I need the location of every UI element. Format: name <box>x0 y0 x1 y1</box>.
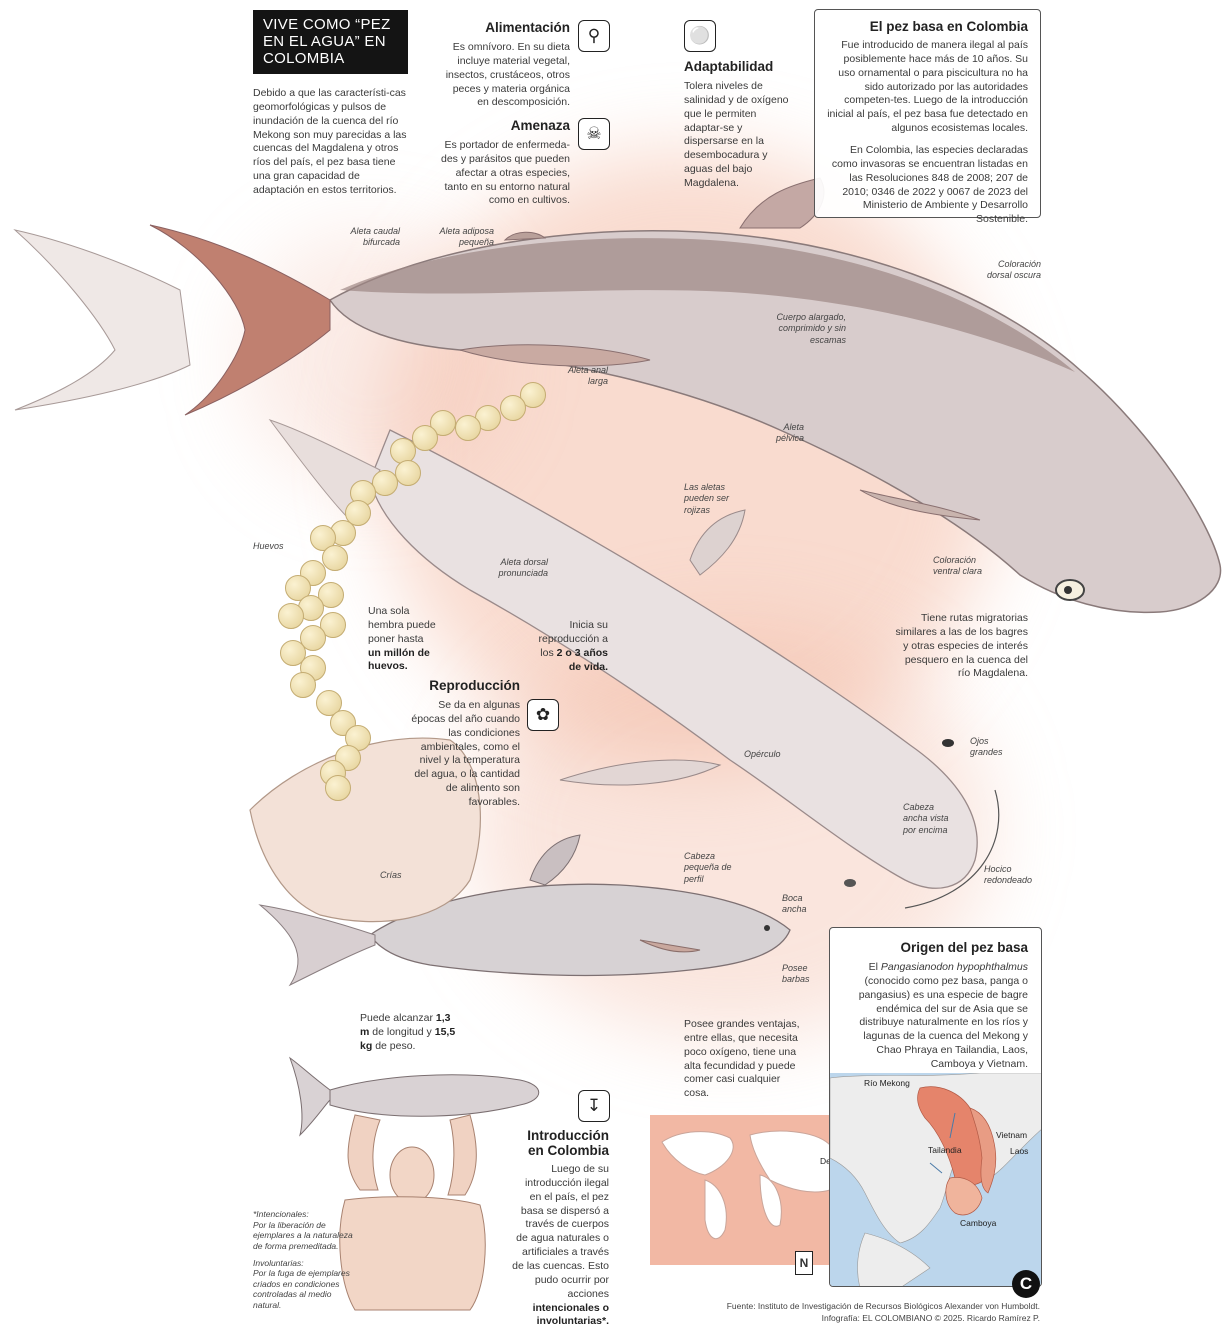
label-huevos: Huevos <box>253 541 284 551</box>
alimentacion-text: Es omnívoro. En su dieta incluye materia… <box>445 41 570 109</box>
origen-title: Origen del pez basa <box>900 940 1028 955</box>
person-holding-fish-illustration <box>288 1056 540 1311</box>
tamano-weight: 15,5 kg <box>360 1025 456 1052</box>
hembra-text-bold: un millón de huevos. <box>368 646 430 673</box>
fish-eggs-icon: ✿ <box>527 699 559 731</box>
label-coloracion-ventral: Coloración ventral clara <box>933 555 983 577</box>
egg <box>300 560 326 586</box>
map-label-tailandia: Tailandia <box>928 1145 962 1155</box>
label-cabeza-pequena: Cabeza pequeña de perfil <box>684 851 732 884</box>
origen-species: Pangasianodon hypophthalmus <box>880 961 1028 973</box>
introduccion-text: Luego de su introducción ilegal en el pa… <box>512 1163 609 1329</box>
map-label-rio-mekong: Río Mekong <box>864 1078 910 1088</box>
fish-icon: ⚪ <box>684 20 716 52</box>
label-aleta-adiposa: Aleta adiposa pequeña <box>439 226 494 248</box>
world-map-illustration <box>650 1115 864 1265</box>
note-involuntarias-text: Por la fuga de ejemplares criados en con… <box>253 1268 350 1310</box>
egg <box>412 425 438 451</box>
egg <box>290 672 316 698</box>
el-colombiano-logo: C <box>1012 1270 1040 1298</box>
label-boca: Boca ancha <box>782 893 807 915</box>
label-ojos: Ojos grandes <box>970 736 1003 758</box>
map-label-camboya: Camboya <box>960 1218 997 1228</box>
egg <box>330 710 356 736</box>
introduccion-title: Introducción en Colombia <box>527 1128 609 1158</box>
origen-text: El Pangasianodon hypophthalmus (conocido… <box>838 961 1028 1072</box>
hembra-text-pre: Una sola hembra puede poner hasta <box>368 605 436 645</box>
label-barbas: Posee barbas <box>782 963 810 985</box>
hembra-text: Una sola hembra puede poner hasta un mil… <box>368 605 436 674</box>
egg <box>322 545 348 571</box>
colombia-info-box: El pez basa en Colombia Fue introducido … <box>814 9 1041 225</box>
map-label-laos: Laos <box>1010 1146 1029 1156</box>
label-aleta-anal: Aleta anal larga <box>567 365 608 387</box>
amenaza-text: Es portador de enfermeda-des y parásitos… <box>440 139 570 207</box>
introduccion-text-body: Luego de su introducción ilegal en el pa… <box>512 1163 609 1300</box>
note-involuntarias-title: Involuntarias: <box>253 1257 304 1268</box>
tamano-mid: de longitud y <box>372 1025 432 1038</box>
adaptabilidad-title: Adaptabilidad <box>684 59 774 74</box>
label-aleta-caudal: Aleta caudal bifurcada <box>350 226 400 248</box>
ventajas-text: Posee grandes ventajas, entre ellas, que… <box>684 1018 800 1100</box>
rotation-arrow <box>904 789 1000 909</box>
egg <box>278 603 304 629</box>
egg <box>345 500 371 526</box>
label-hocico: Hocico redondeado <box>984 864 1033 886</box>
notes: *Intencionales: Por la liberación de eje… <box>253 1209 353 1311</box>
source-line-2: Infografía: EL COLOMBIANO © 2025. Ricard… <box>821 1313 1040 1323</box>
origin-info-box: Origen del pez basa El Pangasianodon hyp… <box>829 927 1042 1287</box>
asia-map-illustration <box>830 1073 1041 1286</box>
tamano-length: 1,3 m <box>360 1012 451 1038</box>
infographic-title: VIVE COMO “PEZ EN EL AGUA” EN COLOMBIA <box>253 10 408 74</box>
egg <box>325 775 351 801</box>
egg <box>280 640 306 666</box>
label-crias: Crías <box>380 870 402 880</box>
colombia-title: El pez basa en Colombia <box>869 19 1028 34</box>
large-fish-illustration <box>13 177 1222 614</box>
download-icon: ↧ <box>578 1090 610 1122</box>
origen-text-body: (conocido como pez basa, panga o pangasi… <box>858 974 1028 1071</box>
origen-text-pre: El <box>868 961 878 973</box>
tamano-post: de peso. <box>375 1039 416 1052</box>
introduccion-text-bold: intencionales o involuntarias*. <box>532 1301 609 1328</box>
alimentacion-title: Alimentación <box>485 20 570 35</box>
inicia-text: Inicia su reproducción a los 2 o 3 años … <box>532 619 608 674</box>
egg <box>372 470 398 496</box>
egg <box>395 460 421 486</box>
label-cabeza-ancha: Cabeza ancha vista por encima <box>903 802 949 835</box>
tamano-text: Puede alcanzar 1,3 m de longitud y 15,5 … <box>360 1012 460 1054</box>
egg <box>500 395 526 421</box>
note-intencionales-title: *Intencionales: <box>253 1209 309 1219</box>
label-coloracion-dorsal: Coloración dorsal oscura <box>986 259 1041 281</box>
colombia-paragraph-2: En Colombia, las especies declaradas com… <box>831 144 1028 226</box>
reproduccion-title: Reproducción <box>429 678 520 693</box>
note-intencionales-text: Por la liberación de ejemplares a la nat… <box>253 1219 353 1251</box>
profile-fish-illustration <box>258 834 791 987</box>
label-aletas-rojizas: Las aletas pueden ser rojizas <box>684 482 730 515</box>
label-aleta-pelvica: Aleta pélvica <box>775 422 804 444</box>
label-operculo: Opérculo <box>744 749 781 759</box>
map-label-vietnam: Vietnam <box>996 1130 1028 1140</box>
egg <box>455 415 481 441</box>
egg <box>285 575 311 601</box>
adaptabilidad-text: Tolera niveles de salinidad y de oxígeno… <box>684 80 789 190</box>
amenaza-title: Amenaza <box>510 118 570 133</box>
colombia-paragraph-1: Fue introducido de manera ilegal al país… <box>827 39 1028 135</box>
label-cuerpo: Cuerpo alargado, comprimido y sin escama… <box>776 312 846 345</box>
egg <box>300 625 326 651</box>
inicia-text-bold: 2 o 3 años de vida. <box>556 646 608 673</box>
fish-skeleton-icon: ☠ <box>578 118 610 150</box>
source-line-1: Fuente: Instituto de Investigación de Re… <box>726 1301 1040 1311</box>
inicia-text-pre: Inicia su reproducción a los <box>538 619 608 659</box>
tamano-pre: Puede alcanzar <box>360 1012 433 1024</box>
migratorias-text: Tiene rutas migratorias similares a las … <box>895 612 1028 680</box>
fish-eating-icon: ⚲ <box>578 20 610 52</box>
north-indicator: N <box>795 1251 813 1275</box>
reproduccion-text: Se da en algunas épocas del año cuando l… <box>411 699 520 809</box>
intro-text: Debido a que las característi-cas geomor… <box>253 87 407 197</box>
label-aleta-dorsal: Aleta dorsal pronunciada <box>498 557 548 579</box>
